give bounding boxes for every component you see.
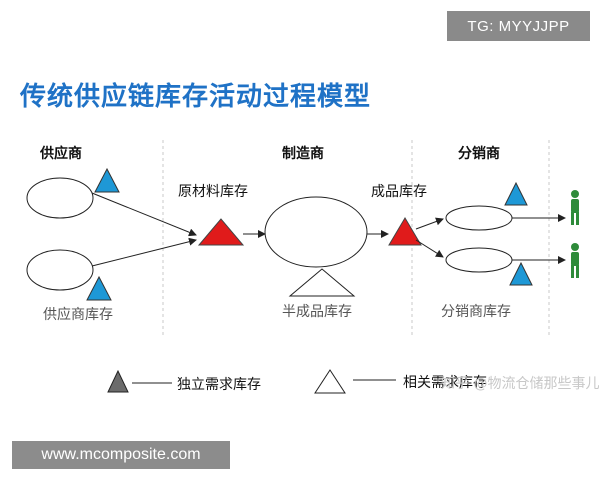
distributor-inventory-triangle-top-icon bbox=[504, 181, 528, 206]
finished-goods-label: 成品库存 bbox=[371, 184, 427, 200]
tg-badge: TG: MYYJJPP bbox=[447, 11, 590, 41]
site-badge: www.mcomposite.com bbox=[12, 441, 230, 469]
manufacturer-node bbox=[264, 196, 368, 268]
supplier-inventory-label: 供应商库存 bbox=[43, 307, 113, 323]
semi-finished-triangle-icon bbox=[288, 268, 356, 297]
section-supplier-label: 供应商 bbox=[40, 146, 82, 162]
legend-independent-label: 独立需求库存 bbox=[177, 377, 261, 393]
supplier-node-bottom bbox=[26, 249, 94, 291]
arrow-finished-to-distributor-top bbox=[415, 217, 444, 230]
section-distributor-label: 分销商 bbox=[458, 146, 500, 162]
section-manufacturer-label: 制造商 bbox=[282, 146, 324, 162]
finished-goods-triangle-icon bbox=[388, 217, 422, 246]
distributor-inventory-label: 分销商库存 bbox=[441, 304, 511, 320]
page-title: 传统供应链库存活动过程模型 bbox=[20, 82, 372, 112]
legend-independent-triangle-icon bbox=[107, 369, 129, 393]
arrow-supplier-bottom bbox=[91, 237, 197, 267]
raw-material-label: 原材料库存 bbox=[178, 184, 248, 200]
raw-material-triangle-icon bbox=[197, 218, 245, 246]
watermark: 知乎 @物流仓储那些事儿 bbox=[441, 376, 600, 392]
distributor-node-bottom bbox=[445, 247, 513, 273]
legend-dependent-triangle-icon bbox=[314, 369, 346, 394]
supplier-inventory-triangle-top-icon bbox=[94, 167, 120, 193]
arrow-finished-to-distributor-bottom bbox=[415, 239, 444, 258]
supplier-inventory-triangle-bottom-icon bbox=[86, 275, 112, 301]
distributor-node-top bbox=[445, 205, 513, 231]
arrow-supplier-top bbox=[91, 192, 197, 237]
semi-finished-label: 半成品库存 bbox=[282, 304, 352, 320]
distributor-inventory-triangle-bottom-icon bbox=[509, 261, 533, 286]
legend-dependent-label: 相关需求库存 bbox=[403, 375, 487, 391]
customer-top-person-icon bbox=[571, 190, 579, 225]
supplier-node-top bbox=[26, 177, 94, 219]
customer-bottom-person-icon bbox=[571, 243, 579, 278]
